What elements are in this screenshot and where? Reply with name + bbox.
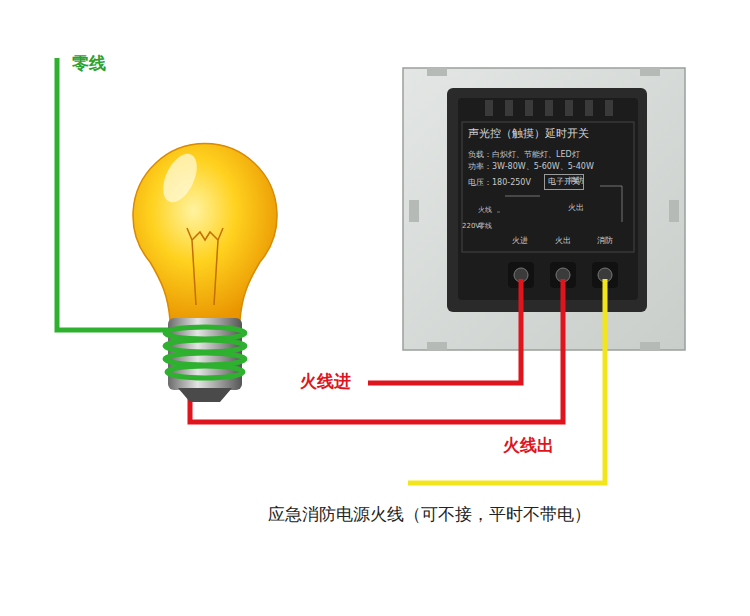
- spec-text: 负载：白炽灯、节能灯、LED灯: [468, 150, 580, 159]
- wire-label: 应急消防电源火线（可不接，平时不带电）: [268, 505, 591, 525]
- terminal-label: 火进: [512, 236, 528, 245]
- switch-module: 声光控（触摸）延时开关负载：白炽灯、节能灯、LED灯功率：3W-80W、5-60…: [458, 98, 638, 300]
- terminal-label: 220V: [462, 222, 480, 230]
- terminal-label: 火出: [555, 236, 571, 245]
- terminal-label: 消防: [568, 176, 584, 185]
- terminal-label: 零线: [478, 222, 492, 230]
- terminal-label: 消防: [597, 236, 613, 245]
- wire-label: 火线出: [503, 436, 554, 456]
- terminal-label: 火出: [568, 203, 584, 212]
- light-bulb: [133, 144, 277, 402]
- wire-label: 火线进: [300, 372, 351, 392]
- spec-text: 电压：180-250V: [468, 178, 531, 187]
- terminal-label: 火线: [478, 206, 492, 214]
- wires: [57, 58, 605, 483]
- module-title: 声光控（触摸）延时开关: [468, 128, 589, 141]
- wire-label: 零线: [72, 54, 106, 74]
- spec-text: 功率：3W-80W、5-60W、5-40W: [468, 162, 594, 171]
- switch-plate: [403, 68, 685, 350]
